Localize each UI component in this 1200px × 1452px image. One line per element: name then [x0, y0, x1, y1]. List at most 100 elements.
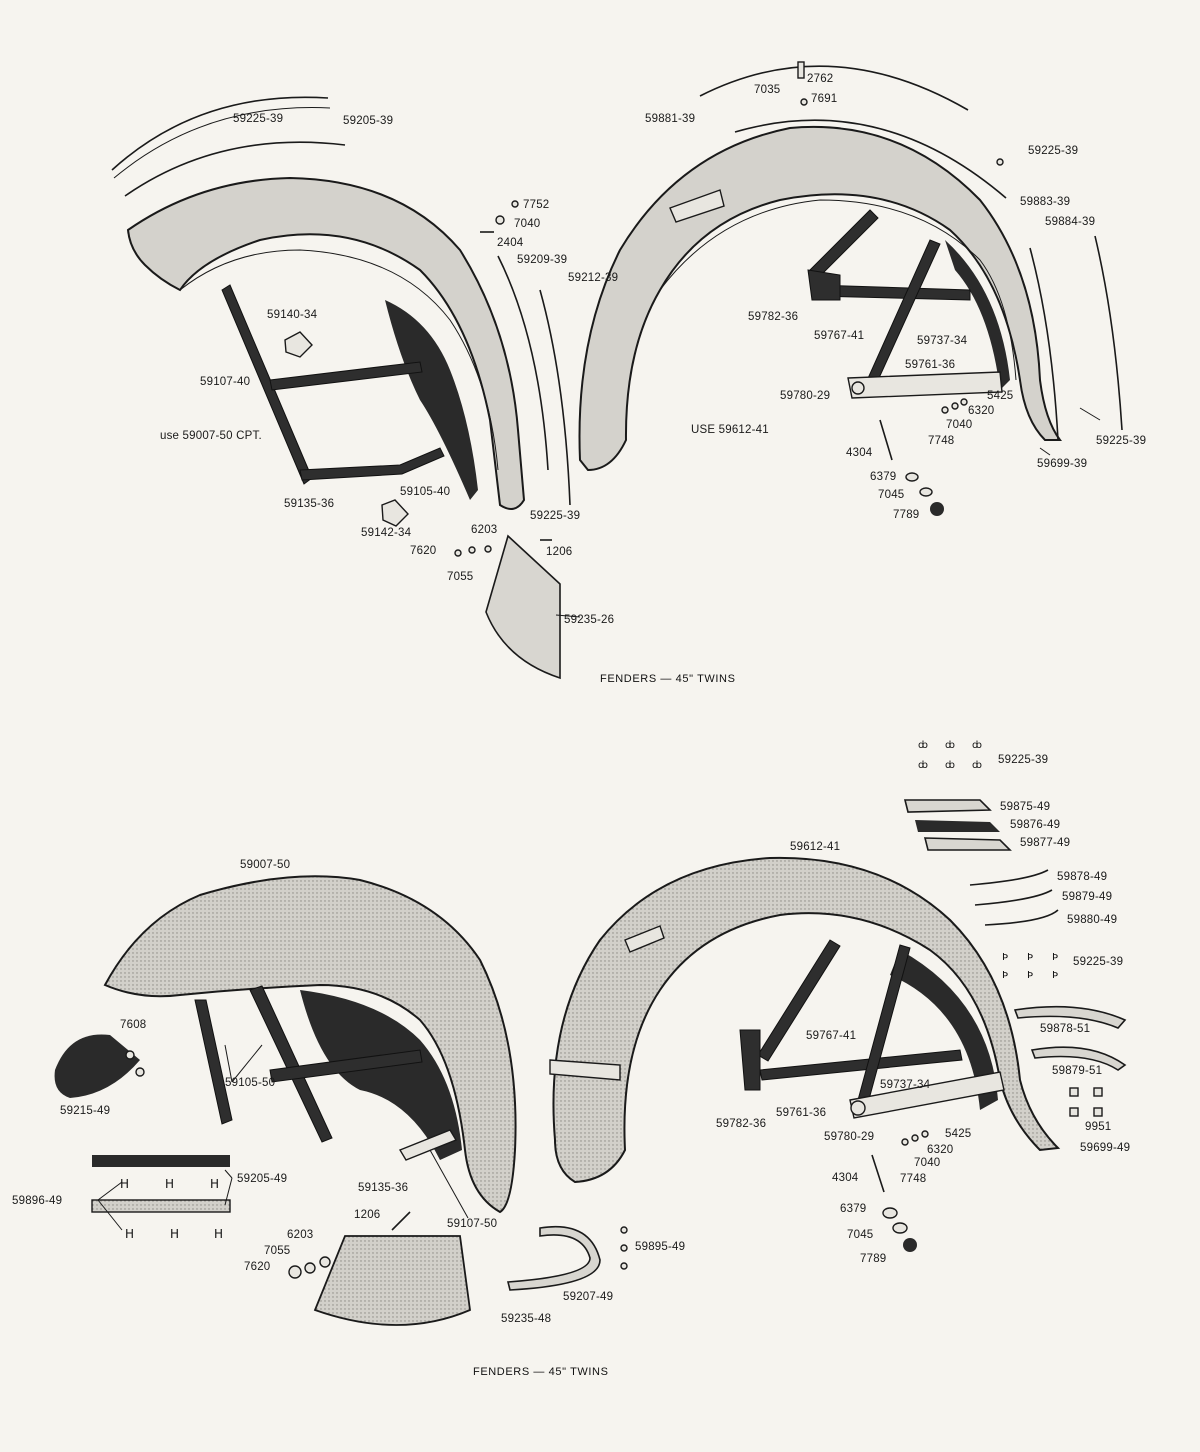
label-59107-50: 59107-50 [447, 1218, 498, 1230]
label-59612-41: 59612-41 [790, 841, 841, 853]
rear-bracket-59780-29 [847, 371, 1003, 399]
label-59883-39: 59883-39 [1020, 196, 1071, 208]
label-59875-49: 59875-49 [1000, 801, 1051, 813]
top-front-fender-group [111, 96, 571, 680]
strip-59878-49 [969, 869, 1049, 886]
label-59107-40: 59107-40 [200, 376, 251, 388]
label-59879-49: 59879-49 [1062, 891, 1113, 903]
label-59767-41: 59767-41 [814, 330, 865, 342]
label-7045-b: 7045 [847, 1229, 874, 1241]
svg-text:Ϸ: Ϸ [1002, 952, 1008, 963]
svg-text:ȸ: ȸ [918, 740, 928, 751]
label-7608: 7608 [120, 1019, 147, 1031]
strip-59875-49 [903, 799, 992, 813]
svg-text:Ϸ: Ϸ [1052, 952, 1058, 963]
label-59699-49: 59699-49 [1080, 1142, 1131, 1154]
label-59878-51: 59878-51 [1040, 1023, 1091, 1035]
strip-59879-51 [1030, 1046, 1127, 1071]
front-brace-59107-50 [398, 1129, 458, 1161]
strip-59877-49 [923, 837, 1012, 851]
front-brace-59105-50 [194, 999, 233, 1125]
label-7055-b: 7055 [264, 1245, 291, 1257]
trim-59205-49b [91, 1199, 231, 1213]
label-59780-29: 59780-29 [780, 390, 831, 402]
label-5425-b: 5425 [945, 1128, 972, 1140]
label-6203-b: 6203 [287, 1229, 314, 1241]
label-59780-29-b: 59780-29 [824, 1131, 875, 1143]
label-59737-34: 59737-34 [917, 335, 968, 347]
label-59896-49: 59896-49 [12, 1195, 63, 1207]
svg-text:Ϸ: Ϸ [1027, 970, 1033, 981]
svg-text:H: H [120, 1177, 129, 1191]
strip-59212-39 [539, 289, 571, 506]
bottom-front-fender-group: H H H H H H [54, 875, 628, 1326]
label-59782-36: 59782-36 [748, 311, 799, 323]
label-7691: 7691 [811, 93, 838, 105]
label-5425: 5425 [987, 390, 1014, 402]
trim-59884-39 [1094, 235, 1123, 431]
rear-strut-59767-41 [809, 209, 879, 279]
label-7789: 7789 [893, 509, 920, 521]
label-59207-49: 59207-49 [563, 1291, 614, 1303]
label-59225-39-e: 59225-39 [998, 754, 1049, 766]
label-59225-39-b: 59225-39 [530, 510, 581, 522]
label-9951: 9951 [1085, 1121, 1112, 1133]
mudflap-59235-26 [485, 534, 561, 680]
front-fender-inner [385, 300, 478, 500]
label-7748: 7748 [928, 435, 955, 447]
label-7040-a: 7040 [514, 218, 541, 230]
front-fender-inner-b [300, 990, 462, 1160]
label-59876-49: 59876-49 [1010, 819, 1061, 831]
label-59878-49: 59878-49 [1057, 871, 1108, 883]
label-59142-34: 59142-34 [361, 527, 412, 539]
svg-text:H: H [125, 1227, 134, 1241]
label-59235-26: 59235-26 [564, 614, 615, 626]
label-7620: 7620 [410, 545, 437, 557]
svg-text:ȸ: ȸ [945, 760, 955, 771]
label-59761-36: 59761-36 [905, 359, 956, 371]
svg-text:ȸ: ȸ [972, 740, 982, 751]
label-2762: 2762 [807, 73, 834, 85]
bolt-4304-b [871, 1154, 885, 1193]
label-59879-51: 59879-51 [1052, 1065, 1103, 1077]
svg-text:ȸ: ȸ [972, 760, 982, 771]
label-1206-b: 1206 [354, 1209, 381, 1221]
label-59884-39: 59884-39 [1045, 216, 1096, 228]
label-7789-b: 7789 [860, 1253, 887, 1265]
label-59225-39-f: 59225-39 [1073, 956, 1124, 968]
strip-59876-49 [915, 820, 1000, 832]
label-use-59612-41: USE 59612-41 [691, 424, 769, 436]
label-7045: 7045 [878, 489, 905, 501]
label-59135-36-b: 59135-36 [358, 1182, 409, 1194]
label-59105-50: 59105-50 [225, 1077, 276, 1089]
label-7748-b: 7748 [900, 1173, 927, 1185]
svg-text:Ϸ: Ϸ [1002, 970, 1008, 981]
label-6379-b: 6379 [840, 1203, 867, 1215]
rear-strut-59767-41-b [757, 939, 841, 1062]
label-59135-36: 59135-36 [284, 498, 335, 510]
label-59212-39: 59212-39 [568, 272, 619, 284]
label-59877-49: 59877-49 [1020, 837, 1071, 849]
label-59235-48: 59235-48 [501, 1313, 552, 1325]
front-fender-59007-50 [103, 875, 517, 1214]
label-6379: 6379 [870, 471, 897, 483]
trim-59883-39 [1029, 247, 1059, 441]
label-7752: 7752 [523, 199, 550, 211]
svg-text:ȸ: ȸ [918, 760, 928, 771]
label-59225-39-d: 59225-39 [1096, 435, 1147, 447]
bottom-caption: FENDERS — 45" TWINS [473, 1366, 609, 1378]
rear-trim-strip [699, 65, 969, 111]
label-4304: 4304 [846, 447, 873, 459]
leader-lines [97, 407, 1101, 1231]
top-rear-fender-group [578, 61, 1123, 516]
strip-59878-51 [1013, 1005, 1127, 1029]
strip-59209-39 [497, 255, 549, 471]
label-59105-40: 59105-40 [400, 486, 451, 498]
label-1206: 1206 [546, 546, 573, 558]
strip-59879-49 [974, 889, 1053, 906]
label-59767-41-b: 59767-41 [806, 1030, 857, 1042]
label-59782-36-b: 59782-36 [716, 1118, 767, 1130]
